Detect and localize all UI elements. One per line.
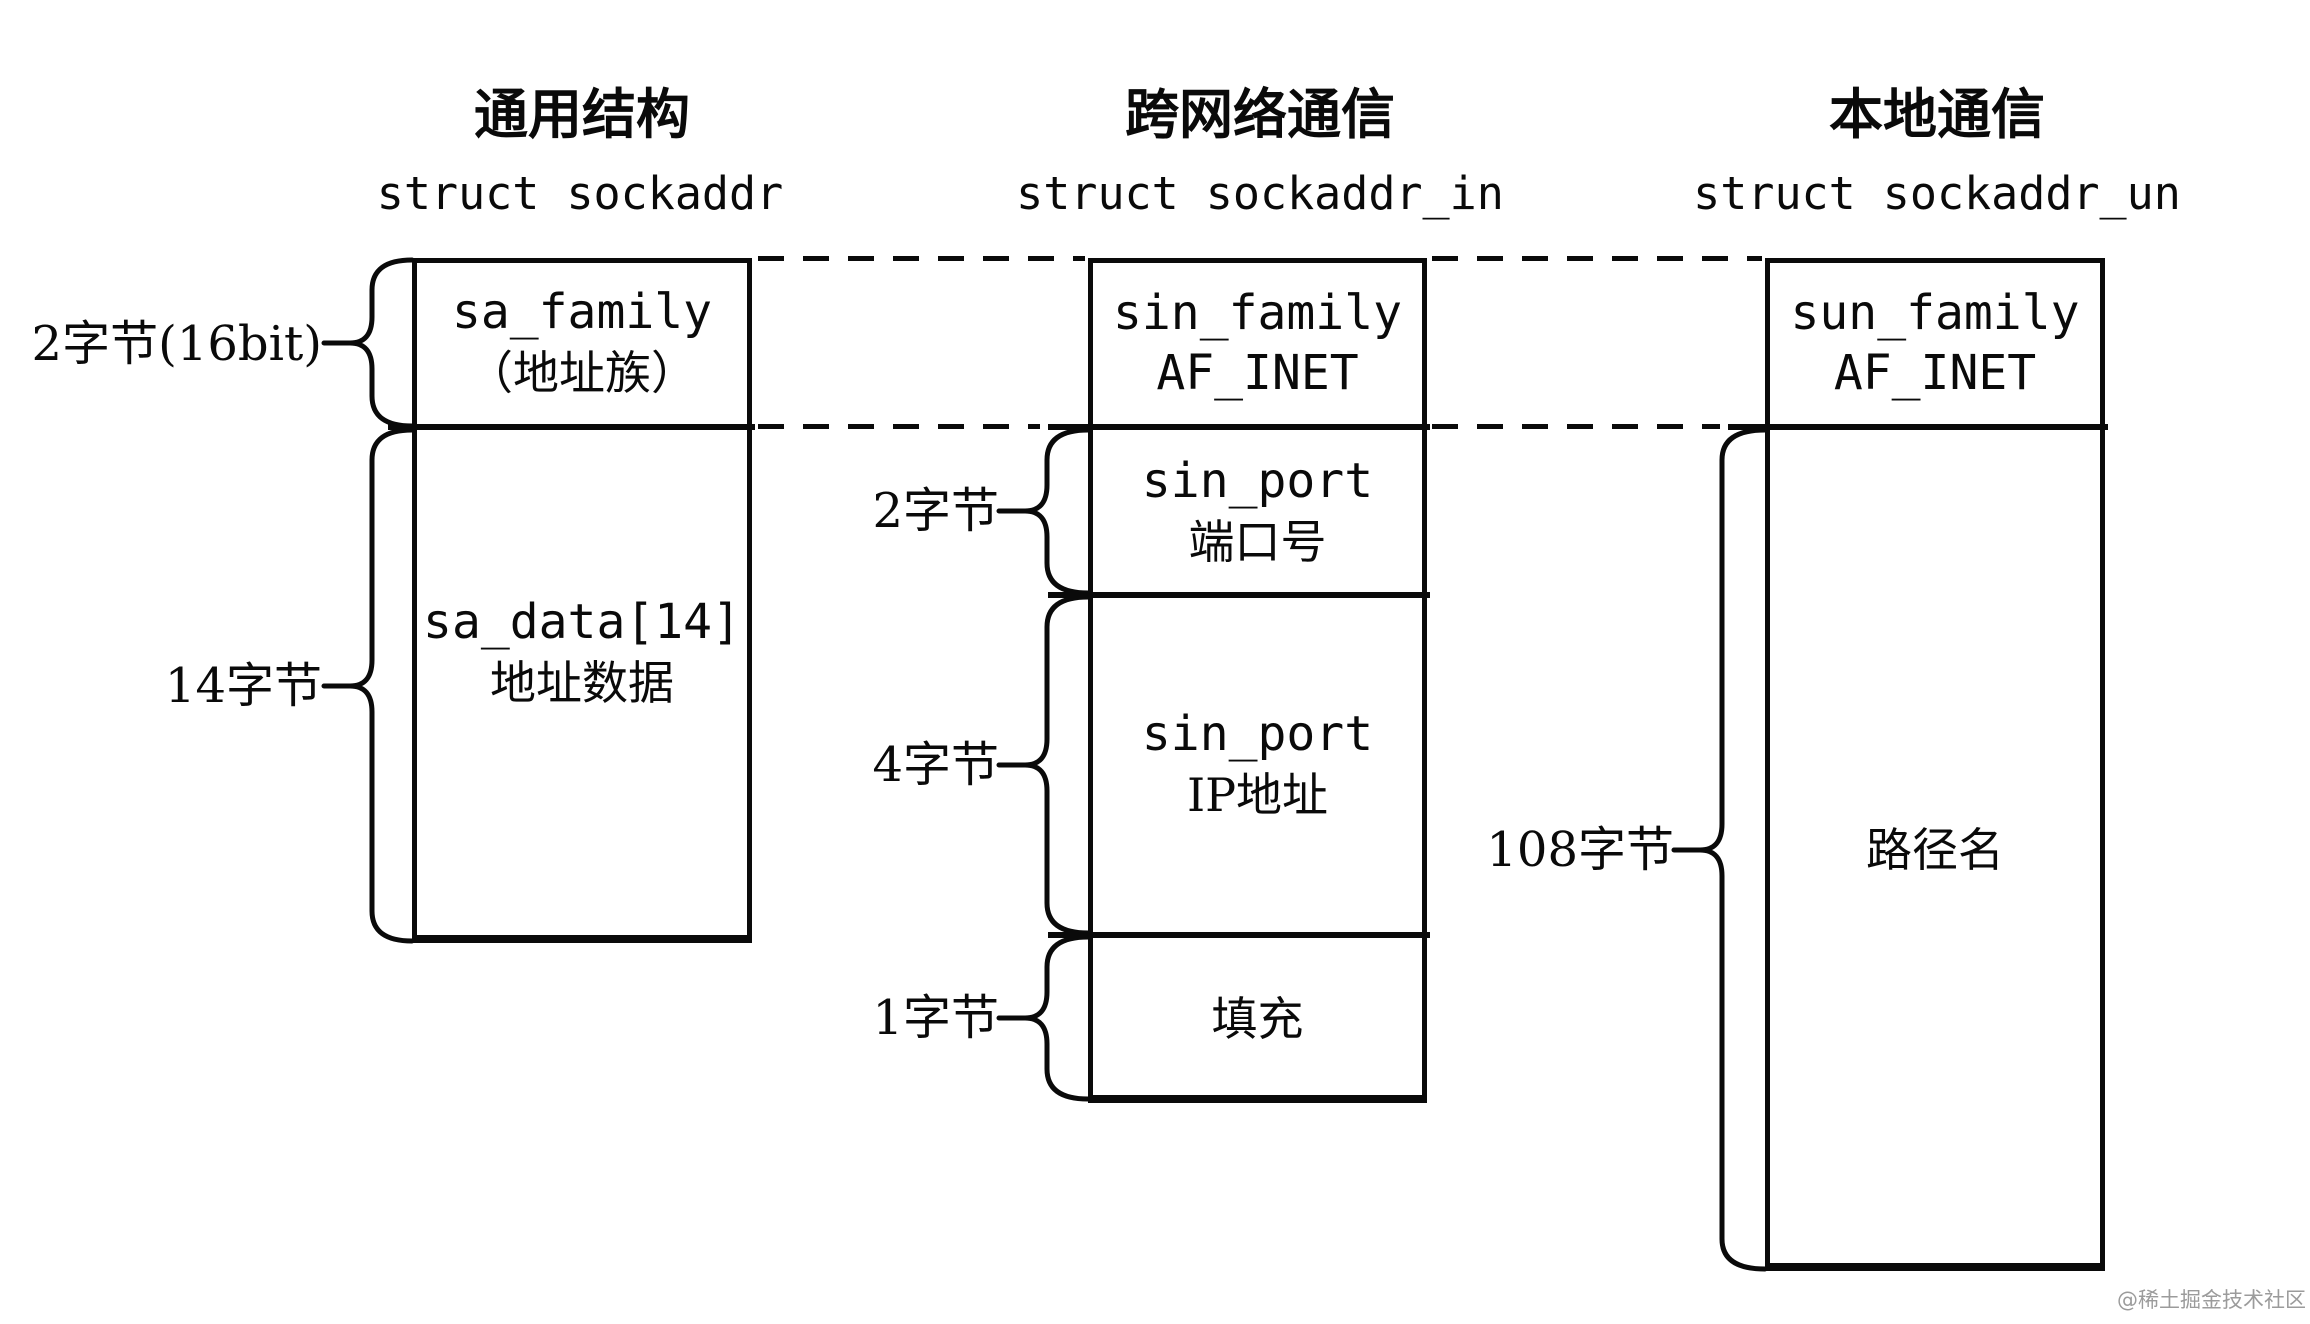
row-divider-sockaddr: [388, 424, 755, 430]
watermark: @稀土掘金技术社区: [2117, 1288, 2306, 1312]
dashed-connector-top-right: [1432, 256, 1762, 261]
field-sa-data-name: sa_data[14]: [423, 594, 741, 650]
size-label-sa-data: 14字节: [164, 658, 322, 714]
sockaddr-box: [412, 258, 752, 943]
field-padding: 填充: [1088, 935, 1427, 1103]
field-sa-data: sa_data[14] 地址数据: [412, 428, 752, 878]
field-sin-ip: sin_port IP地址: [1088, 595, 1427, 935]
brace-sa-family: [321, 257, 415, 429]
struct-name-sockaddr: struct sockaddr: [376, 167, 784, 220]
field-sa-data-desc: 地址数据: [490, 656, 674, 710]
struct-name-sockaddr-in: struct sockaddr_in: [1016, 167, 1504, 220]
brace-pathname: [1671, 427, 1768, 1272]
field-pathname-desc: 路径名: [1866, 822, 2004, 877]
size-label-pathname: 108字节: [1486, 822, 1674, 878]
column-title-network: 跨网络通信: [1125, 82, 1395, 146]
field-pathname: 路径名: [1765, 428, 2105, 1271]
field-sin-ip-desc: IP地址: [1186, 768, 1329, 822]
row-divider-sockaddr-in-3: [1048, 932, 1430, 938]
row-divider-sockaddr-un: [1728, 424, 2108, 430]
row-divider-sockaddr-in-2: [1048, 592, 1430, 598]
field-sa-family-desc: （地址族）: [467, 346, 697, 400]
column-title-local: 本地通信: [1829, 82, 2045, 146]
field-sin-family: sin_family AF_INET: [1088, 258, 1427, 428]
field-sin-family-name: sin_family: [1113, 285, 1402, 341]
size-label-padding: 1字节: [872, 990, 999, 1046]
brace-sin-ip: [996, 594, 1091, 936]
column-title-generic-struct: 通用结构: [474, 82, 690, 146]
field-sin-port-desc: 端口号: [1188, 514, 1327, 569]
field-sa-family: sa_family （地址族）: [412, 258, 752, 428]
field-padding-desc: 填充: [1211, 992, 1304, 1046]
field-sin-port: sin_port 端口号: [1088, 428, 1427, 595]
field-sa-family-name: sa_family: [451, 284, 713, 340]
brace-sin-port: [996, 427, 1091, 596]
row-divider-sockaddr-in-1: [1048, 424, 1430, 430]
size-label-sin-ip: 4字节: [872, 737, 999, 793]
brace-padding: [996, 934, 1091, 1102]
struct-name-sockaddr-un: struct sockaddr_un: [1693, 167, 2181, 220]
field-sin-ip-name: sin_port: [1141, 706, 1374, 762]
sockaddr-in-box: [1088, 258, 1427, 1103]
dashed-connector-top-left: [758, 256, 1085, 261]
brace-sa-data: [321, 427, 415, 944]
size-label-sin-port: 2字节: [872, 483, 999, 539]
field-sun-family-value: AF_INET: [1833, 345, 2037, 401]
field-sun-family-name: sun_family: [1790, 285, 2080, 341]
field-sin-family-value: AF_INET: [1156, 345, 1359, 401]
dashed-connector-mid-left: [758, 424, 1040, 429]
field-sun-family: sun_family AF_INET: [1765, 258, 2105, 428]
field-sin-port-name: sin_port: [1141, 452, 1374, 509]
size-label-sa-family: 2字节(16bit): [31, 316, 322, 372]
sockaddr-un-box: [1765, 258, 2105, 1271]
dashed-connector-mid-right: [1432, 424, 1720, 429]
